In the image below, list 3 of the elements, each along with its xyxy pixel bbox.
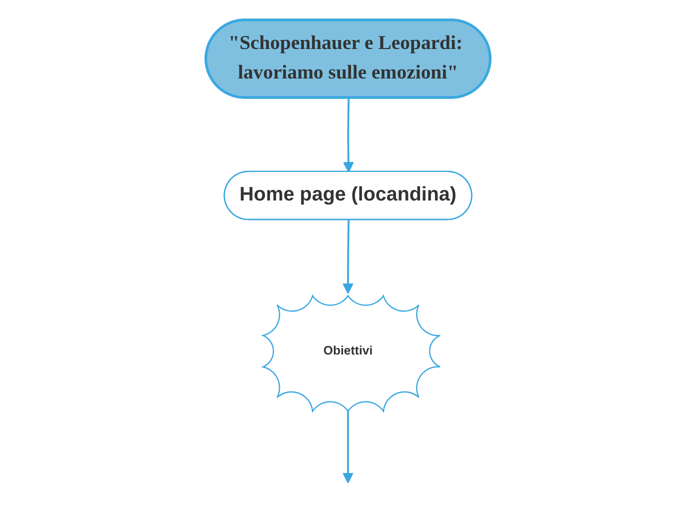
arrow — [343, 408, 354, 484]
arrow — [344, 98, 354, 173]
arrow — [343, 220, 354, 294]
